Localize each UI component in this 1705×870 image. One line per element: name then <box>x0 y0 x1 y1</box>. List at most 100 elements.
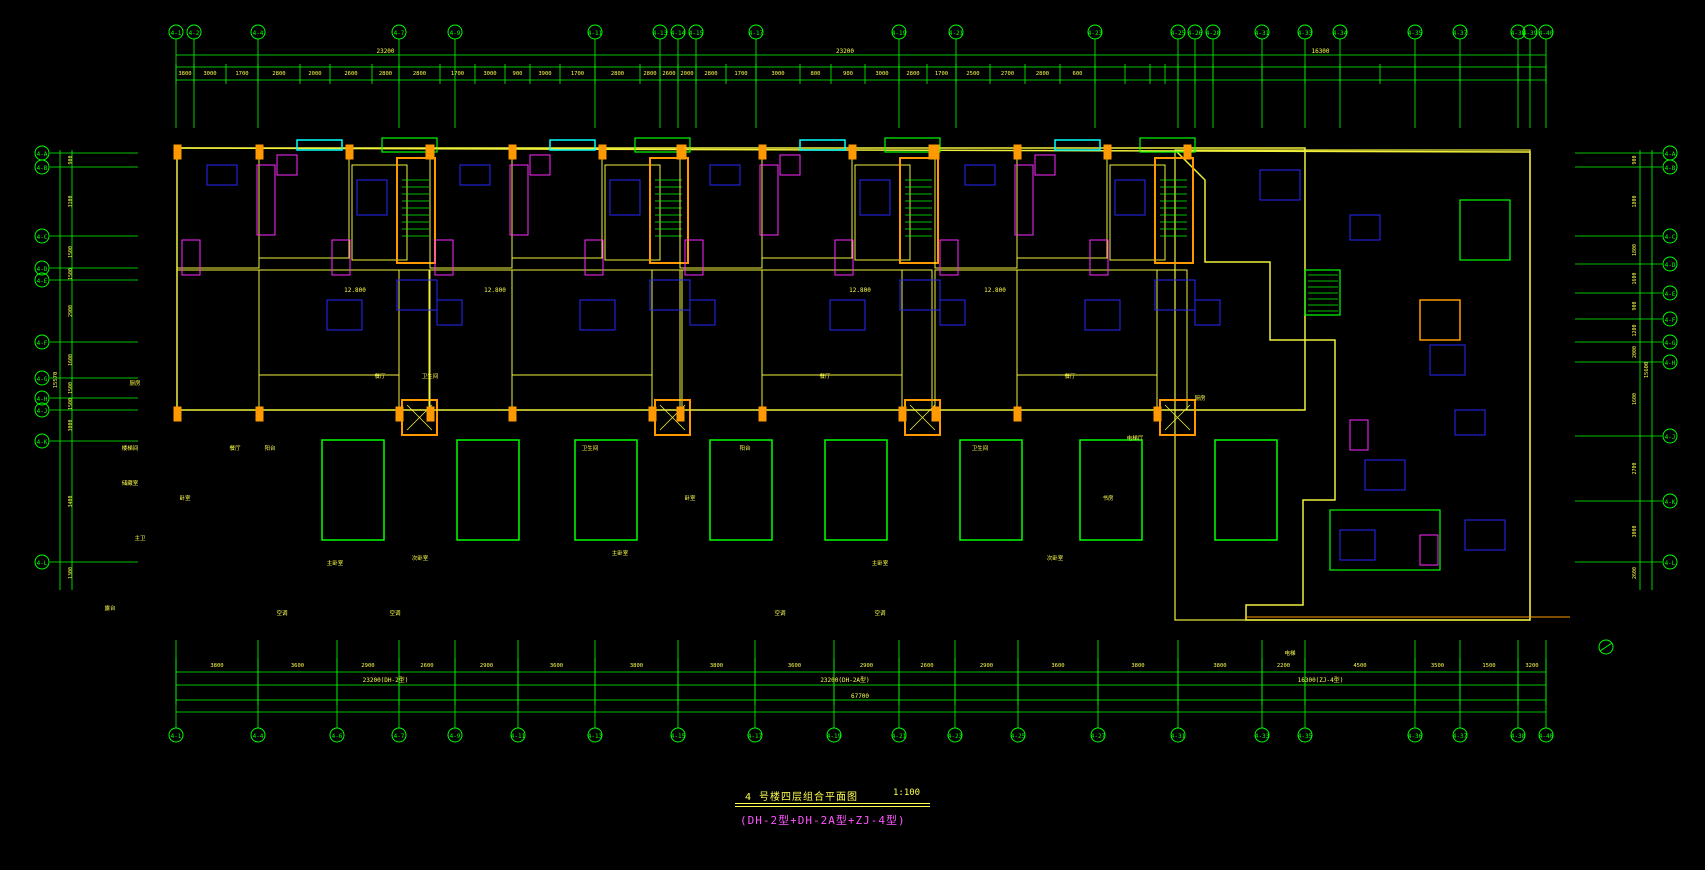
axis-bubble <box>34 272 50 288</box>
axis-bubble <box>1452 727 1468 743</box>
room-label: 空调 <box>389 609 401 617</box>
axis-bubble <box>1510 24 1526 40</box>
window <box>296 139 343 151</box>
axis-label: 4-11 <box>511 733 526 740</box>
room-wall <box>1109 164 1166 261</box>
toilet-area <box>684 239 704 276</box>
elevator-cross <box>1164 404 1191 431</box>
dim-text: 2600 <box>662 71 675 77</box>
dining-table <box>326 299 363 331</box>
column <box>931 406 940 422</box>
room-wall <box>901 269 933 411</box>
axis-bubble <box>1170 727 1186 743</box>
dim-text: 2000 <box>680 71 693 77</box>
axis-bubble <box>1090 727 1106 743</box>
axis-label: 4-B <box>1665 165 1676 172</box>
dim-text: 1700 <box>571 71 584 77</box>
axis-label: 4-F <box>37 340 48 347</box>
axis-label: 4-E <box>37 278 48 285</box>
dim-text: 2900 <box>980 663 993 669</box>
balcony-wall <box>709 439 773 541</box>
axis-label: 4-J <box>1665 434 1676 441</box>
axis-bubble <box>1538 727 1554 743</box>
dim-text: 2600 <box>420 663 433 669</box>
window <box>1054 139 1101 151</box>
axis-label: 4-38 <box>1511 733 1526 740</box>
axis-label: 4-31 <box>1171 733 1186 740</box>
axis-bubble <box>34 402 50 418</box>
dim-text: 2000 <box>308 71 321 77</box>
axis-label: 4-19 <box>892 30 907 37</box>
room-wall <box>761 269 903 376</box>
toilet-area <box>1089 239 1109 276</box>
room-wall <box>511 147 603 259</box>
bed <box>964 164 996 186</box>
dim-text: 3100 <box>68 195 74 207</box>
room-wall <box>679 269 763 411</box>
room-wall <box>351 164 408 261</box>
window <box>884 137 941 153</box>
axis-bubble <box>1010 727 1026 743</box>
room-wall <box>651 269 683 411</box>
dim-text: 15570 <box>53 372 59 389</box>
dim-text: 15600 <box>1644 362 1650 379</box>
axis-bubble <box>1662 285 1678 301</box>
column <box>426 406 435 422</box>
axis-bubble <box>1170 24 1186 40</box>
column <box>758 406 767 422</box>
axis-label: 4-J <box>37 408 48 415</box>
axis-label: 4-E <box>1665 291 1676 298</box>
dim-text: 1500 <box>68 246 74 258</box>
dim-text: 23200(DH-2A型) <box>820 676 869 684</box>
room-label: 餐厅 <box>1064 372 1076 380</box>
room-wall <box>604 164 661 261</box>
room-wall <box>258 269 400 376</box>
stair-wall <box>396 157 436 264</box>
axis-bubble <box>1407 24 1423 40</box>
axis-bubble <box>826 727 842 743</box>
stair-wall <box>1154 157 1194 264</box>
dim-text: 2600 <box>920 663 933 669</box>
dim-text: 3800 <box>630 663 643 669</box>
dim-text: 2900 <box>480 663 493 669</box>
axis-label: 4-15 <box>671 733 686 740</box>
room-label: 主卧室 <box>872 559 889 567</box>
dim-text: 3000 <box>771 71 784 77</box>
room-label: 厨房 <box>1194 394 1206 402</box>
drawing-title: 4 号楼四层组合平面图 <box>745 792 859 803</box>
sofa <box>396 279 438 311</box>
dim-text: 2800 <box>704 71 717 77</box>
room-label: 电梯厅 <box>1127 434 1144 442</box>
toilet-area <box>434 239 454 276</box>
drawing-subtitle: (DH-2型+DH-2A型+ZJ-4型) <box>740 814 906 827</box>
axis-label: 4-C <box>37 234 48 241</box>
dim-text: 23200(DH-2型) <box>363 676 409 684</box>
dining-table <box>1084 299 1121 331</box>
axis-label: 4-28 <box>1206 30 1221 37</box>
axis-label: 4-34 <box>1333 30 1348 37</box>
axis-bubble <box>34 554 50 570</box>
dim-text: 3800 <box>1213 663 1226 669</box>
title-underline <box>735 803 930 804</box>
axis-label: 4-13 <box>653 30 668 37</box>
toilet-area <box>331 239 351 276</box>
sofa <box>649 279 691 311</box>
room-wall <box>1156 269 1188 411</box>
room-label: 电梯 <box>1284 649 1296 657</box>
dim-text: 23200 <box>376 48 394 55</box>
coffee-table <box>436 299 463 326</box>
dim-text: 67700 <box>851 693 869 700</box>
axis-label: 4-11 <box>588 30 603 37</box>
room-label: 书房 <box>1102 494 1114 502</box>
axis-bubble <box>587 24 603 40</box>
axis-label: 4-14 <box>671 30 686 37</box>
sofa <box>1154 279 1196 311</box>
dim-text: 3400 <box>68 495 74 507</box>
window <box>1139 137 1196 153</box>
room-label: 空调 <box>276 609 288 617</box>
column <box>1183 144 1192 160</box>
dim-text: 2900 <box>860 663 873 669</box>
dim-text: 2800 <box>643 71 656 77</box>
bed <box>1364 459 1406 491</box>
